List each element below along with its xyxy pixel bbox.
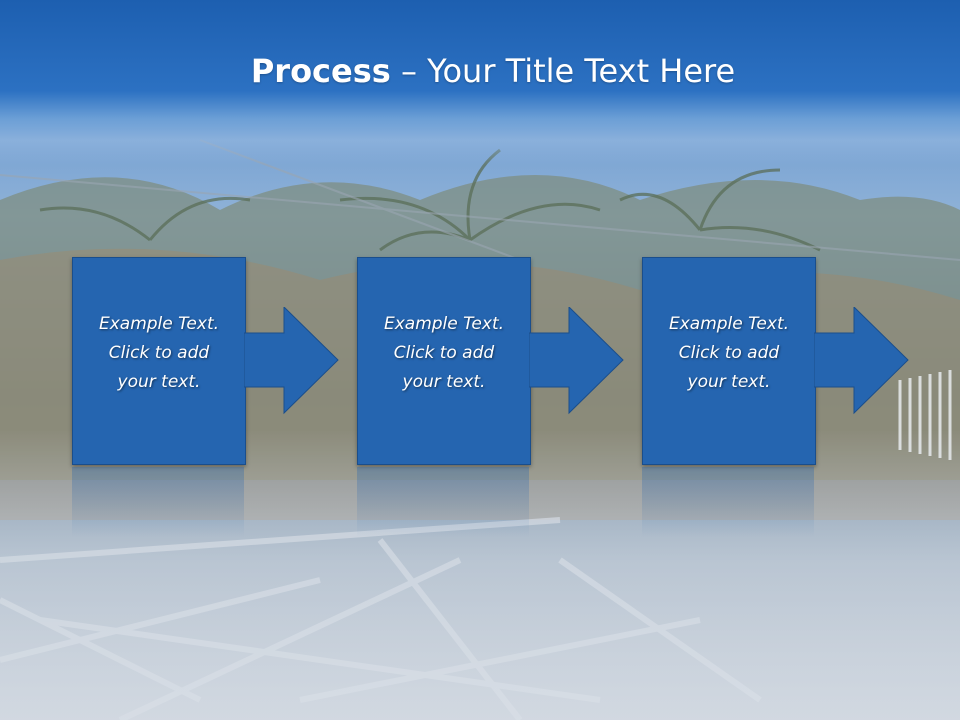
title-rest: – Your Title Text Here xyxy=(390,52,736,90)
process-step-3[interactable]: Example Text. Click to add your text. xyxy=(642,257,909,465)
title-band xyxy=(0,0,960,165)
step-text[interactable]: Example Text. Click to add your text. xyxy=(383,314,505,392)
process-step-2[interactable]: Example Text. Click to add your text. xyxy=(357,257,624,465)
process-step-1[interactable]: Example Text. Click to add your text. xyxy=(72,257,339,465)
step-reflection xyxy=(357,467,529,537)
background-fade xyxy=(0,430,960,720)
slide-title[interactable]: Process – Your Title Text Here xyxy=(0,52,960,90)
arrow-right-icon xyxy=(244,307,339,415)
step-reflection xyxy=(642,467,814,537)
step-reflection xyxy=(72,467,244,537)
step-text[interactable]: Example Text. Click to add your text. xyxy=(668,314,790,392)
step-box[interactable]: Example Text. Click to add your text. xyxy=(357,257,531,465)
step-box[interactable]: Example Text. Click to add your text. xyxy=(72,257,246,465)
arrow-right-icon xyxy=(529,307,624,415)
step-text[interactable]: Example Text. Click to add your text. xyxy=(98,314,220,392)
step-box[interactable]: Example Text. Click to add your text. xyxy=(642,257,816,465)
title-bold: Process xyxy=(250,52,391,90)
arrow-right-icon xyxy=(814,307,909,415)
